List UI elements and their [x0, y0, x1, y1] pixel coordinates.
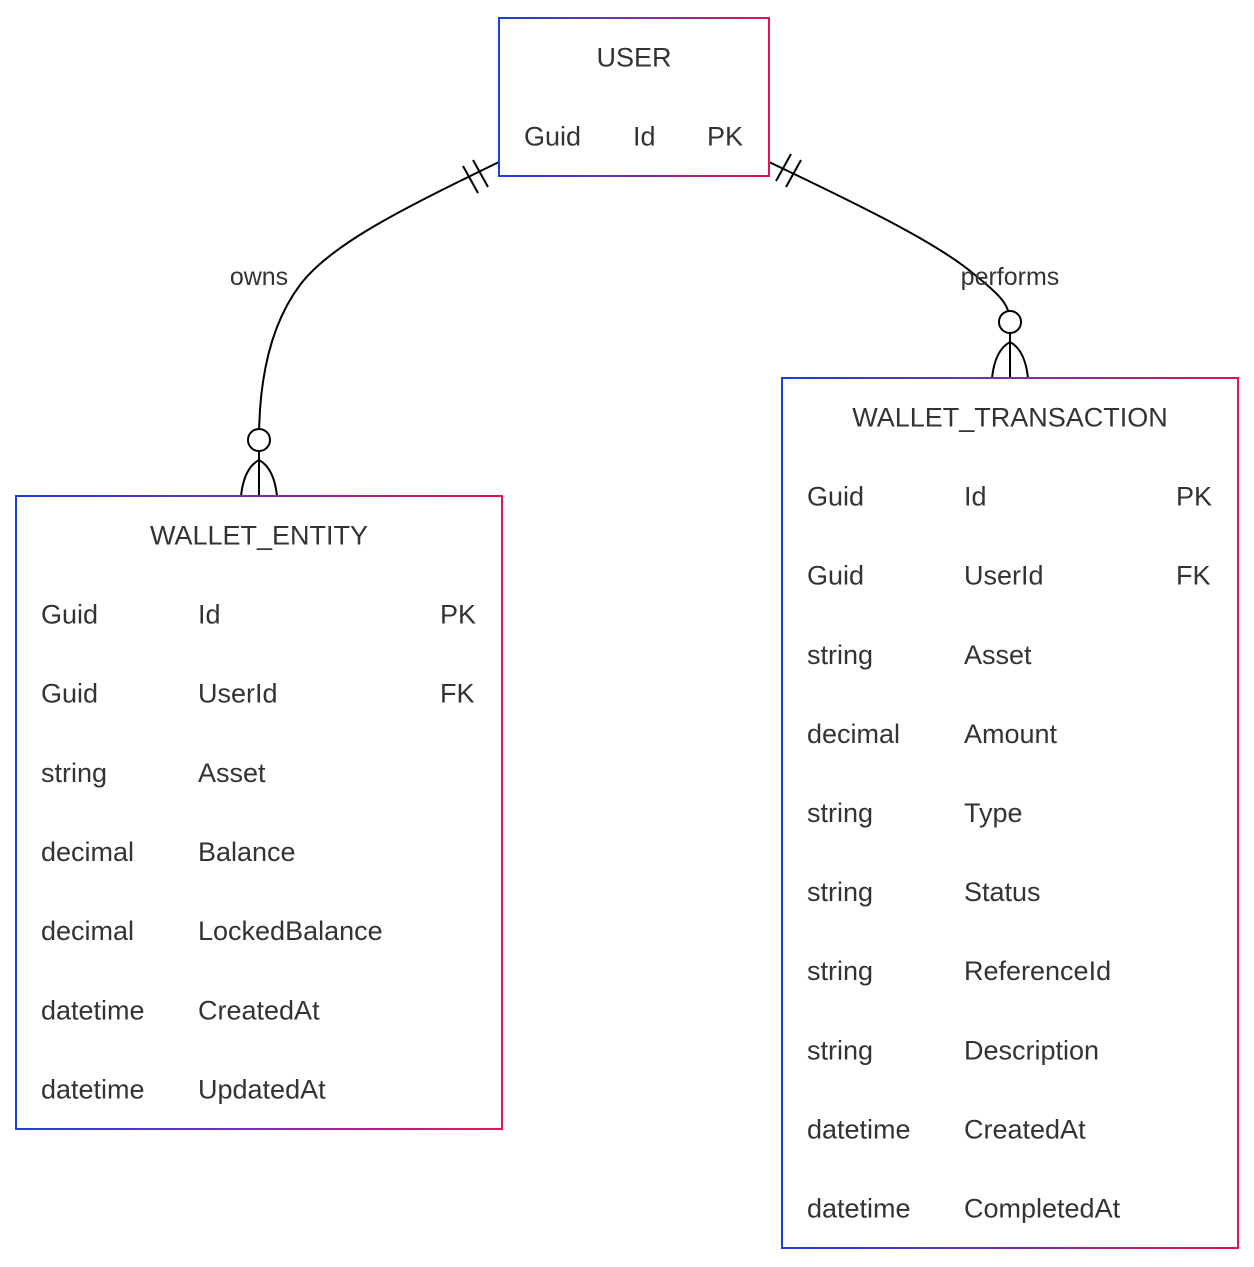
attribute-type: decimal — [807, 719, 900, 749]
attribute-type: string — [41, 758, 107, 788]
attribute-type: string — [807, 1035, 873, 1065]
attribute-name: Id — [964, 482, 987, 512]
attribute-name: UserId — [964, 561, 1044, 591]
attribute-name: Type — [964, 798, 1023, 828]
relationship-line-owns — [258, 161, 500, 441]
entity-row: datetime CompletedAt — [807, 1193, 1121, 1223]
attribute-key: PK — [440, 600, 476, 630]
entity-row: Guid UserId FK — [807, 561, 1211, 591]
attribute-type: datetime — [41, 1074, 145, 1104]
attribute-key: PK — [707, 122, 743, 152]
attribute-name: Asset — [198, 758, 266, 788]
entity-row: Guid Id PK — [807, 482, 1212, 512]
entity-row: string Asset — [807, 640, 1032, 670]
attribute-type: string — [807, 877, 873, 907]
attribute-name: ReferenceId — [964, 956, 1111, 986]
entity-row: decimal Balance — [41, 837, 296, 867]
entity-title: WALLET_ENTITY — [150, 521, 368, 551]
attribute-name: UserId — [198, 679, 278, 709]
attribute-name: Asset — [964, 640, 1032, 670]
entity-row: Guid Id PK — [524, 122, 743, 152]
attribute-name: CreatedAt — [198, 995, 320, 1025]
attribute-type: string — [807, 956, 873, 986]
attribute-type: Guid — [41, 600, 98, 630]
attribute-type: decimal — [41, 916, 134, 946]
attribute-name: Balance — [198, 837, 296, 867]
attribute-name: CompletedAt — [964, 1193, 1121, 1223]
entity-row: string Description — [807, 1035, 1099, 1065]
attribute-name: UpdatedAt — [198, 1074, 326, 1104]
attribute-name: Id — [198, 600, 221, 630]
entity-user: USER Guid Id PK — [498, 17, 770, 177]
attribute-key: PK — [1176, 482, 1212, 512]
entity-row: string ReferenceId — [807, 956, 1111, 986]
entity-row: decimal LockedBalance — [41, 916, 383, 946]
entity-row: datetime CreatedAt — [41, 995, 320, 1025]
entity-row: decimal Amount — [807, 719, 1058, 749]
attribute-type: string — [807, 798, 873, 828]
entity-row: string Type — [807, 798, 1023, 828]
entity-row: Guid UserId FK — [41, 679, 475, 709]
entity-row: string Asset — [41, 758, 266, 788]
cardinality-zero-many-marker — [240, 428, 278, 497]
attribute-key: FK — [440, 679, 475, 709]
cardinality-one-marker — [462, 159, 489, 194]
attribute-type: Guid — [41, 679, 98, 709]
relationship-label-performs: performs — [961, 263, 1060, 291]
attribute-type: datetime — [807, 1193, 911, 1223]
relationship-performs: performs — [768, 153, 1060, 379]
attribute-key: FK — [1176, 561, 1211, 591]
attribute-name: Description — [964, 1035, 1099, 1065]
attribute-name: CreatedAt — [964, 1114, 1086, 1144]
attribute-name: Status — [964, 877, 1041, 907]
attribute-name: Id — [633, 122, 656, 152]
entity-title: WALLET_TRANSACTION — [852, 403, 1168, 433]
cardinality-zero-many-marker — [991, 310, 1029, 379]
attribute-type: string — [807, 640, 873, 670]
attribute-type: Guid — [807, 561, 864, 591]
relationship-line-performs — [768, 161, 1011, 323]
entity-row: string Status — [807, 877, 1041, 907]
entity-row: datetime UpdatedAt — [41, 1074, 326, 1104]
relationship-label-owns: owns — [230, 263, 288, 291]
attribute-type: datetime — [41, 995, 145, 1025]
cardinality-one-marker — [775, 153, 802, 188]
relationship-owns: owns — [230, 159, 500, 497]
entity-row: Guid Id PK — [41, 600, 476, 630]
attribute-type: decimal — [41, 837, 134, 867]
attribute-type: datetime — [807, 1114, 911, 1144]
entity-row: datetime CreatedAt — [807, 1114, 1086, 1144]
attribute-type: Guid — [524, 122, 581, 152]
attribute-name: Amount — [964, 719, 1058, 749]
attribute-type: Guid — [807, 482, 864, 512]
entity-title: USER — [596, 43, 671, 73]
attribute-name: LockedBalance — [198, 916, 383, 946]
